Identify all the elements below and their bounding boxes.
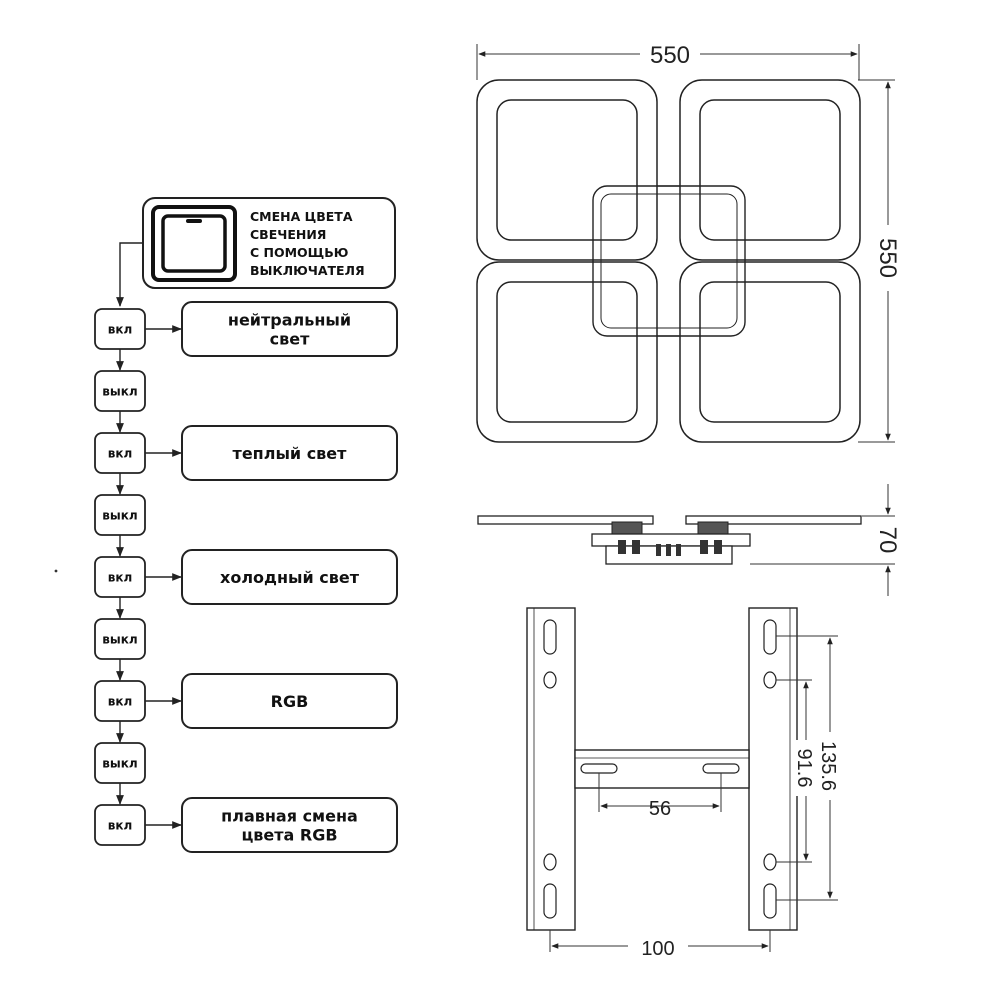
state-label-7: выкл — [102, 757, 137, 771]
state-label-1: выкл — [102, 385, 137, 399]
mode-box-8 — [181, 797, 398, 853]
switch-caption-line-3: С ПОМОЩЬЮ — [250, 245, 348, 260]
dim-inner-hole-label: 91.6 — [793, 749, 815, 788]
dim-hole-spacing-label: 56 — [649, 798, 671, 820]
mode-label-4-0: холодный свет — [220, 568, 360, 587]
dim-outer-slot-label: 135.6 — [817, 741, 839, 791]
state-label-6: вкл — [108, 695, 133, 709]
switch-caption-line-1: СМЕНА ЦВЕТА — [250, 209, 353, 224]
switch-caption-line-4: ВЫКЛЮЧАТЕЛЯ — [250, 263, 365, 278]
svg-text:СМЕНА ЦВЕТА СВЕЧЕНИЯ: СМЕНА ЦВЕТА СВЕЧЕНИЯ С ПОМОЩЬЮ ВЫКЛЮЧАТЕ… — [250, 209, 365, 278]
state-label-0: вкл — [108, 323, 133, 337]
mode-label-2-0: теплый свет — [233, 444, 348, 463]
state-label-8: вкл — [108, 819, 133, 833]
dim-bracket-width-label: 100 — [641, 938, 674, 960]
square-bottom-left — [476, 261, 658, 443]
square-top-right — [679, 79, 861, 261]
mode-box-2 — [181, 425, 398, 481]
mode-label-8-0: плавная смена — [221, 807, 358, 826]
dim-depth-label: 550 — [874, 238, 901, 278]
square-bottom-right — [679, 261, 861, 443]
mode-label-8-1: цвета RGB — [241, 826, 337, 845]
mounting-bracket: 56 100 135.6 91.6 — [526, 607, 844, 960]
mode-box-6 — [181, 673, 398, 729]
lamp-top-view: 550 550 — [476, 42, 904, 443]
wall-switch-icon — [151, 205, 237, 282]
flow-start-connector — [116, 242, 143, 307]
mode-box-0 — [181, 301, 398, 357]
switch-flow: СМЕНА ЦВЕТА СВЕЧЕНИЯ С ПОМОЩЬЮ ВЫКЛЮЧАТЕ… — [94, 197, 398, 853]
dim-width-label: 550 — [650, 42, 690, 69]
lamp-side-view: 70 — [477, 484, 904, 596]
square-top-left — [476, 79, 658, 261]
state-label-2: вкл — [108, 447, 133, 461]
state-label-3: выкл — [102, 509, 137, 523]
mode-label-0-1: свет — [270, 330, 310, 349]
switch-caption-line-2: СВЕЧЕНИЯ — [250, 227, 326, 242]
state-label-5: выкл — [102, 633, 137, 647]
mode-label-0-0: нейтральный — [228, 311, 351, 330]
mode-box-4 — [181, 549, 398, 605]
state-label-4: вкл — [108, 571, 133, 585]
mode-label-6-0: RGB — [271, 692, 309, 711]
dim-height-label: 70 — [874, 527, 901, 554]
